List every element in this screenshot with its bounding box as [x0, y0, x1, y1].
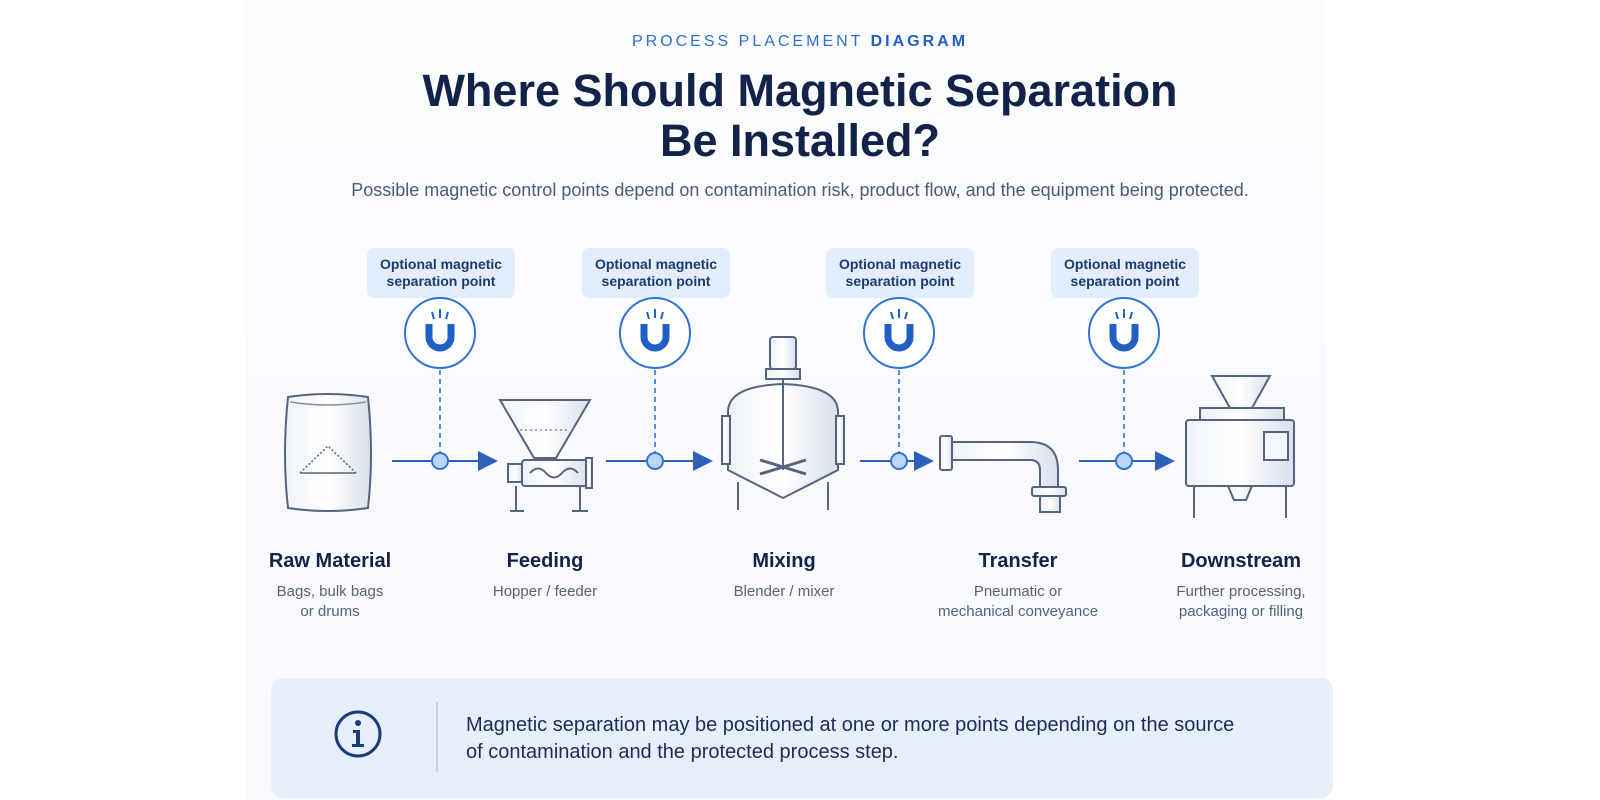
hopper-feeder-icon	[498, 399, 593, 512]
title-line-2: Be Installed?	[659, 115, 941, 166]
stage-desc-feeding: Hopper / feeder	[492, 583, 598, 600]
bag-icon	[284, 393, 372, 512]
pipe-icon	[939, 435, 1067, 513]
stage-title-downstream: Downstream	[1180, 550, 1302, 572]
control-point-dot	[646, 452, 664, 470]
title-line-1: Where Should Magnetic Separation	[422, 65, 1178, 116]
info-box	[271, 678, 1333, 798]
magnet-icon	[1088, 297, 1160, 369]
info-text: Magnetic separation may be positioned at…	[466, 714, 1235, 763]
info-icon	[334, 710, 382, 758]
magnet-icon	[619, 297, 691, 369]
control-point-dot	[431, 452, 449, 470]
stage-title-transfer: Transfer	[978, 550, 1058, 572]
stage-desc-mixing: Blender / mixer	[733, 583, 835, 600]
processing-machine-icon	[1185, 375, 1295, 518]
subtitle: Possible magnetic control points depend …	[351, 180, 1249, 200]
mixer-tank-icon	[721, 336, 845, 510]
magnet-icon	[863, 297, 935, 369]
page-title: Where Should Magnetic Separation Be Inst…	[0, 66, 1600, 166]
control-point-dot	[1115, 452, 1133, 470]
stage-title-mixing: Mixing	[752, 550, 816, 572]
info-divider	[436, 702, 438, 772]
stage-desc-downstream: Further processing,packaging or filling	[1176, 583, 1306, 620]
stage-title-raw-material: Raw Material	[268, 550, 392, 572]
eyebrow-label: PROCESS PLACEMENT DIAGRAM	[631, 33, 969, 50]
magnet-icon	[404, 297, 476, 369]
stage-title-feeding: Feeding	[506, 550, 584, 572]
control-point-dot	[890, 452, 908, 470]
